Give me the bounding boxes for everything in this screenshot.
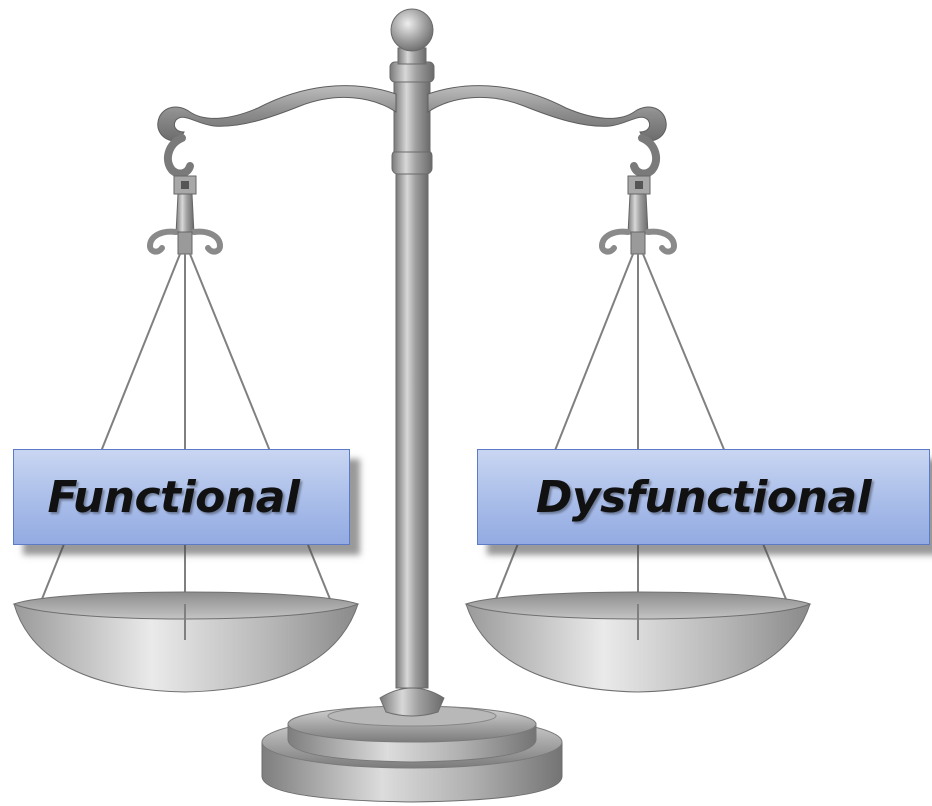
left-pan bbox=[12, 591, 360, 693]
functional-label: Functional bbox=[47, 471, 300, 523]
functional-label-box: Functional bbox=[13, 449, 350, 545]
right-hanger bbox=[598, 134, 678, 255]
right-pan-strings bbox=[493, 253, 789, 640]
left-pan-strings bbox=[39, 253, 333, 640]
left-hanger bbox=[146, 134, 224, 255]
scale-base bbox=[261, 687, 563, 803]
dysfunctional-label: Dysfunctional bbox=[535, 471, 872, 523]
right-pan bbox=[464, 591, 812, 693]
scale-pole bbox=[389, 8, 435, 689]
dysfunctional-label-box: Dysfunctional bbox=[477, 449, 930, 545]
